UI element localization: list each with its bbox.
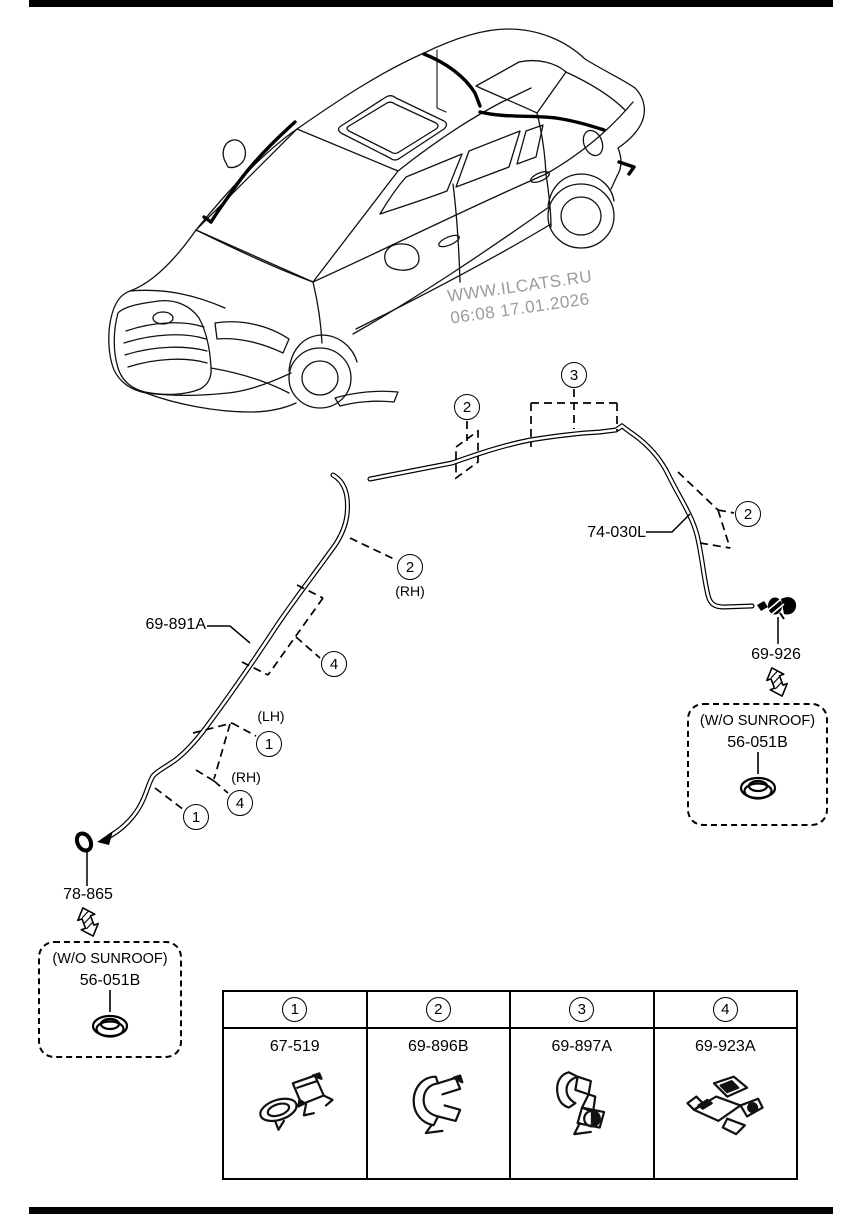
wo-sunroof-part: 56-051B — [79, 972, 141, 989]
clip-2-icon — [412, 1074, 464, 1135]
callout-2-header: 2 — [425, 997, 451, 1022]
parts-table-column-2: 2 69-896B — [367, 992, 511, 1178]
side-label-rh-lower: (RH) — [231, 769, 261, 785]
wo-sunroof-part: 56-051B — [727, 734, 788, 751]
callout-1-header: 1 — [282, 997, 308, 1022]
clip-3-icon — [555, 1071, 605, 1136]
swap-arrow-icon-left — [77, 907, 99, 937]
callout-1-lh: 1 — [256, 731, 282, 757]
callout-dashed-lines — [154, 389, 735, 811]
parts-table-column-4: 4 69-923A — [654, 992, 796, 1178]
callout-4-header: 4 — [712, 997, 738, 1022]
column-header: 2 — [367, 992, 509, 1029]
part-label-78-865: 78-865 — [63, 886, 113, 903]
callout-4-rh: 4 — [227, 790, 253, 816]
callout-3-top: 3 — [561, 362, 587, 388]
side-label-rh-upper: (RH) — [395, 583, 425, 599]
callout-1-lower: 1 — [183, 804, 209, 830]
wo-sunroof-box-left: (W/O SUNROOF) 56-051B — [38, 941, 182, 1058]
left-drain-hose — [97, 472, 350, 845]
wo-sunroof-box-right: (W/O SUNROOF) 56-051B — [687, 703, 828, 826]
top-rule — [29, 0, 833, 7]
callout-2-mid-rh: 2 — [397, 554, 423, 580]
column-header: 4 — [654, 992, 796, 1029]
hose-end-arrowhead — [97, 831, 113, 845]
column-header: 1 — [224, 992, 366, 1029]
column-part-number: 67-519 — [269, 1038, 320, 1055]
parts-table-column-1: 1 67-519 — [224, 992, 368, 1178]
clip-4-icon — [686, 1075, 764, 1136]
drain-valve-illustration — [757, 597, 797, 620]
column-part-number: 69-923A — [695, 1038, 756, 1055]
callout-2-top: 2 — [454, 394, 480, 420]
parts-table-column-3: 3 69-897A — [511, 992, 655, 1178]
wo-sunroof-title: (W/O SUNROOF) — [699, 713, 816, 729]
grommet-icon — [739, 752, 776, 800]
part-label-69-891A: 69-891A — [145, 616, 207, 633]
part-label-74-030L: 74-030L — [587, 524, 646, 541]
callout-4-upper: 4 — [321, 651, 347, 677]
leader-lines — [86, 513, 779, 886]
column-part-number: 69-896B — [408, 1038, 469, 1055]
parts-table: 1 67-519 2 69-896B — [222, 990, 798, 1180]
callout-2-right: 2 — [735, 501, 761, 527]
hose-end-grommet-illustration — [74, 831, 94, 853]
part-label-69-926: 69-926 — [751, 646, 801, 663]
bottom-rule — [29, 1207, 833, 1214]
callout-3-header: 3 — [569, 997, 595, 1022]
car-illustration — [108, 28, 646, 413]
roof-drain-hose-illustration — [202, 52, 636, 224]
column-header: 3 — [511, 992, 653, 1029]
side-label-lh: (LH) — [257, 708, 285, 724]
swap-arrow-icon-right — [766, 667, 788, 697]
column-part-number: 69-897A — [551, 1038, 613, 1055]
grommet-icon — [91, 990, 129, 1038]
wo-sunroof-title: (W/O SUNROOF) — [52, 951, 168, 967]
clip-1-icon — [258, 1072, 334, 1131]
right-drain-hose — [367, 422, 755, 610]
